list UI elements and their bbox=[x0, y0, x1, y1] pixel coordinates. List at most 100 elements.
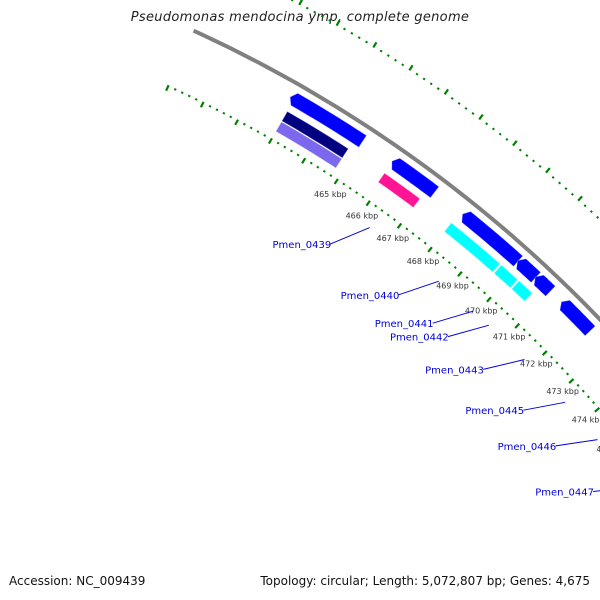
major-tick bbox=[199, 101, 205, 108]
major-tick bbox=[335, 19, 341, 27]
minor-tick bbox=[436, 87, 440, 91]
minor-tick bbox=[296, 153, 300, 157]
tick-label: 473 kbp bbox=[546, 387, 579, 396]
major-tick bbox=[443, 88, 449, 95]
minor-tick bbox=[429, 82, 433, 86]
major-tick bbox=[333, 178, 339, 185]
minor-tick bbox=[263, 133, 267, 137]
major-tick bbox=[396, 222, 403, 229]
major-tick bbox=[577, 195, 583, 202]
minor-tick bbox=[500, 306, 504, 310]
tick-label: 468 kbp bbox=[407, 257, 440, 266]
major-tick bbox=[301, 157, 307, 164]
cds-feature bbox=[275, 121, 343, 169]
map-title: Pseudomonas mendocina ymp, complete geno… bbox=[130, 10, 470, 25]
label-leader-line bbox=[483, 359, 525, 370]
minor-tick bbox=[450, 96, 454, 100]
minor-tick bbox=[229, 115, 233, 119]
minor-tick bbox=[532, 159, 535, 163]
major-tick bbox=[165, 84, 170, 92]
minor-tick bbox=[276, 141, 280, 145]
minor-tick bbox=[415, 72, 419, 76]
minor-tick bbox=[551, 175, 555, 179]
minor-tick bbox=[328, 19, 332, 22]
minor-tick bbox=[222, 111, 226, 115]
minor-tick bbox=[256, 130, 260, 134]
minor-tick bbox=[313, 10, 317, 14]
major-tick bbox=[568, 378, 575, 384]
major-tick bbox=[234, 119, 239, 126]
minor-tick bbox=[477, 286, 481, 290]
minor-tick bbox=[566, 372, 570, 376]
minor-tick bbox=[555, 361, 559, 365]
minor-tick bbox=[485, 122, 489, 126]
minor-tick bbox=[564, 187, 568, 191]
minor-tick bbox=[386, 54, 390, 58]
tick-label: 469 kbp bbox=[436, 281, 469, 290]
cds-feature bbox=[377, 172, 421, 209]
minor-tick bbox=[581, 389, 585, 393]
genome-backbone bbox=[192, 28, 600, 323]
tick-label: 474 kbp bbox=[572, 416, 600, 425]
major-tick bbox=[298, 0, 304, 6]
minor-tick bbox=[348, 186, 352, 190]
minor-tick bbox=[173, 88, 177, 91]
minor-tick bbox=[518, 148, 522, 152]
gene-label: Pmen_0442 bbox=[390, 333, 449, 344]
outer-ruler-ticks bbox=[290, 0, 600, 219]
tick-label: 472 kbp bbox=[520, 360, 553, 369]
major-tick bbox=[365, 200, 371, 207]
minor-tick bbox=[417, 236, 421, 240]
minor-tick bbox=[342, 182, 346, 186]
minor-tick bbox=[491, 127, 495, 131]
minor-tick bbox=[343, 27, 346, 31]
minor-tick bbox=[498, 132, 502, 136]
label-leader-line bbox=[523, 401, 566, 411]
label-leader-line bbox=[593, 490, 600, 492]
label-leader-line bbox=[330, 227, 370, 245]
minor-tick bbox=[194, 97, 198, 101]
major-tick bbox=[457, 271, 463, 278]
minor-tick bbox=[357, 36, 361, 40]
minor-tick bbox=[316, 165, 320, 169]
major-tick bbox=[408, 64, 414, 71]
major-tick bbox=[514, 322, 521, 329]
minor-tick bbox=[423, 241, 427, 245]
minor-tick bbox=[539, 344, 543, 348]
label-leader-line bbox=[555, 439, 598, 447]
gene-label: Pmen_0440 bbox=[341, 291, 400, 302]
minor-tick bbox=[453, 266, 457, 270]
label-leader-line bbox=[447, 324, 490, 338]
major-tick bbox=[372, 41, 378, 48]
minor-tick bbox=[411, 232, 415, 236]
minor-tick bbox=[380, 209, 384, 212]
minor-tick bbox=[589, 210, 593, 214]
minor-tick bbox=[392, 218, 396, 222]
minor-tick bbox=[525, 154, 529, 157]
minor-tick bbox=[208, 104, 212, 108]
cds-feature bbox=[443, 222, 501, 273]
minor-tick bbox=[401, 63, 405, 67]
major-tick bbox=[594, 407, 600, 413]
tick-label: 467 kbp bbox=[376, 234, 409, 243]
accession-text: Accession: NC_009439 bbox=[9, 574, 146, 588]
major-tick bbox=[267, 137, 273, 145]
tick-label: 471 kbp bbox=[493, 333, 526, 342]
gene-label: Pmen_0441 bbox=[375, 319, 434, 330]
label-leader-line bbox=[432, 310, 474, 324]
minor-tick bbox=[422, 77, 426, 81]
minor-tick bbox=[528, 333, 532, 337]
gene-track bbox=[275, 92, 596, 337]
minor-tick bbox=[187, 94, 191, 98]
gene-label: Pmen_0445 bbox=[465, 406, 524, 417]
minor-tick bbox=[511, 317, 515, 321]
minor-tick bbox=[242, 122, 246, 126]
gene-labels: Pmen_0439Pmen_0440Pmen_0441Pmen_0442Pmen… bbox=[273, 227, 600, 498]
minor-tick bbox=[505, 137, 509, 141]
minor-tick bbox=[447, 261, 451, 265]
minor-tick bbox=[379, 49, 383, 53]
minor-tick bbox=[283, 145, 287, 149]
minor-tick bbox=[329, 174, 333, 177]
